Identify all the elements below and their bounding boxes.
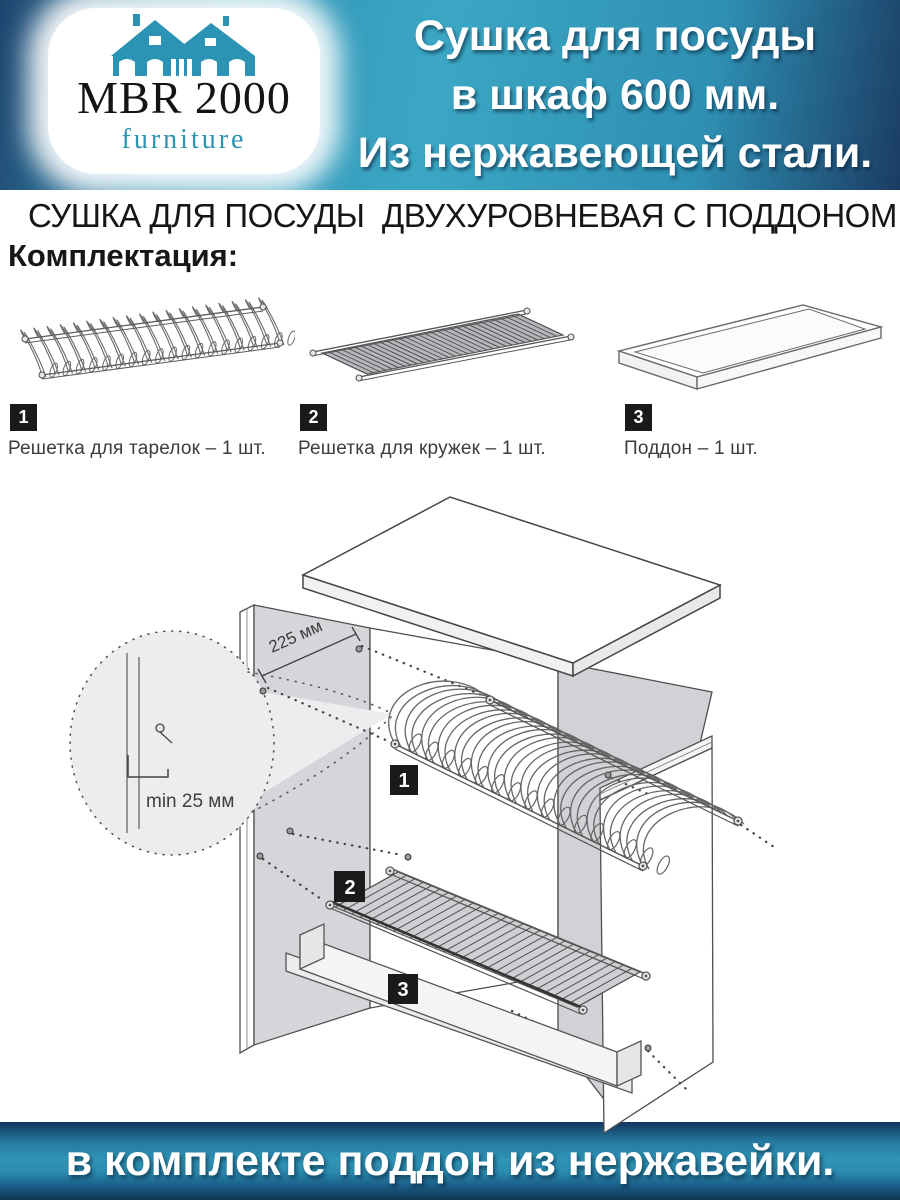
diagram-badge-3: 3 (397, 979, 408, 1001)
mug-rack-thumbnail (309, 307, 575, 382)
component-2-badge: 2 (300, 404, 327, 431)
banner-title-line-2: в шкаф 600 мм. (450, 70, 780, 119)
back-panel-center (369, 627, 559, 1009)
banner-title-line-1: Сушка для посуды (413, 12, 817, 61)
left-side-panel (253, 604, 371, 1046)
component-3-caption: Поддон – 1 шт. (624, 438, 758, 459)
component-1-caption: Решетка для тарелок – 1 шт. (8, 438, 266, 459)
component-1-badge: 1 (10, 404, 37, 431)
bottom-banner: в комплекте поддон из нержавейки. (0, 1122, 900, 1200)
plate-rack-thumbnail (19, 297, 295, 380)
tray-thumbnail (616, 304, 884, 390)
top-banner: MBR 2000 furniture Сушка для посуды в шк… (0, 0, 900, 190)
callout-bubble: min 25 мм (69, 630, 392, 856)
component-2-caption: Решетка для кружек – 1 шт. (298, 438, 546, 459)
top-panel (301, 496, 722, 678)
banner-title: Сушка для посуды в шкаф 600 мм. Из нержа… (335, 0, 895, 190)
diagram-badge-2: 2 (344, 877, 355, 899)
dimension-width: 225 мм (257, 616, 361, 684)
house-icon (111, 14, 255, 76)
tray-drawing (285, 922, 642, 1094)
diagram-badge-1: 1 (398, 770, 409, 792)
diagram-badges: 1 2 3 (334, 765, 418, 1004)
bottom-banner-text: в комплекте поддон из нержавейки. (65, 1136, 835, 1185)
mug-rack-drawing (325, 853, 651, 1015)
dimension-width-label: 225 мм (266, 616, 325, 656)
dimension-depth-label: min 25 мм (146, 791, 234, 812)
product-title: СУШКА ДЛЯ ПОСУДЫ ДВУХУРОВНЕВАЯ С ПОДДОНО… (28, 197, 897, 234)
right-side-panel (599, 734, 714, 1135)
back-panel-right (557, 661, 713, 1114)
banner-title-line-3: Из нержавеющей стали. (357, 128, 873, 177)
component-3-badge: 3 (625, 404, 652, 431)
cabinet-body (239, 603, 713, 1114)
brand-name: MBR 2000 (77, 72, 291, 123)
installation-diagram: 225 мм min 25 мм 1 (69, 496, 776, 1135)
brand-logo: MBR 2000 furniture (48, 8, 320, 174)
brand-tagline: furniture (121, 124, 247, 156)
mounting-leaders (256, 644, 776, 1091)
section-heading: Комплектация: (8, 238, 239, 273)
plate-rack-drawing (388, 680, 745, 875)
